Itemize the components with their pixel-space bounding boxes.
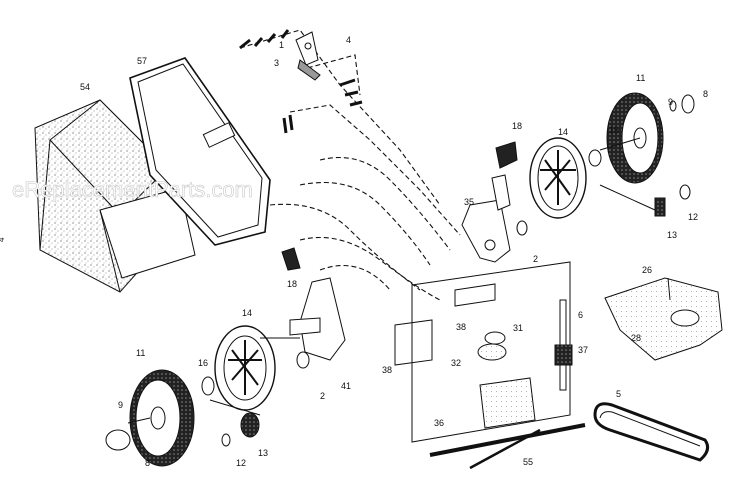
callout-38-right: 38 (456, 322, 466, 332)
callout-14-left: 14 (242, 308, 252, 318)
callout-1: 1 (279, 40, 284, 50)
watermark: eReplacementParts.com (12, 177, 253, 202)
page-number: 4 (0, 237, 6, 242)
callout-labels: 1 3 4 57 54 11 9 8 14 16 18 35 2 13 12 1… (80, 35, 708, 468)
bracket-right (461, 141, 528, 263)
callout-16-right: 16 (609, 125, 619, 135)
drive-wheel-left (201, 325, 276, 411)
callout-55: 55 (523, 457, 533, 467)
callout-13-right: 13 (667, 230, 677, 240)
callout-18-right: 18 (512, 121, 522, 131)
callout-54: 54 (80, 82, 90, 92)
callout-9-right: 9 (668, 97, 673, 107)
callout-2-left: 2 (320, 391, 325, 401)
callout-11-left: 11 (136, 348, 145, 358)
transmission-frame (394, 261, 586, 470)
bag-frame (129, 57, 271, 246)
callout-18-left: 18 (287, 279, 297, 289)
callout-4: 4 (346, 35, 351, 45)
callout-8-left: 8 (145, 458, 150, 468)
callout-57: 57 (137, 56, 147, 66)
callout-12-left: 12 (236, 458, 246, 468)
callout-8-right: 8 (703, 89, 708, 99)
callout-16-left: 16 (198, 358, 208, 368)
wheel-left (105, 369, 195, 467)
callout-38-left: 38 (382, 365, 392, 375)
drive-wheel-right (529, 137, 602, 219)
callout-28: 28 (631, 333, 641, 343)
callout-14-right: 14 (558, 127, 568, 137)
callout-2-right: 2 (533, 254, 538, 264)
gear-left (209, 399, 261, 447)
drive-cover (604, 277, 723, 361)
callout-6: 6 (578, 310, 583, 320)
bracket-left (260, 247, 346, 369)
hubcap-right (669, 94, 695, 114)
callout-32: 32 (451, 358, 461, 368)
callout-26: 26 (642, 265, 652, 275)
callout-3: 3 (274, 58, 279, 68)
handle-assembly (239, 29, 461, 301)
callout-5: 5 (616, 389, 621, 399)
callout-37: 37 (578, 345, 588, 355)
callout-36: 36 (434, 418, 444, 428)
callout-12-right: 12 (688, 212, 698, 222)
callout-31: 31 (513, 323, 523, 333)
callout-13-left: 13 (258, 448, 268, 458)
wheel-right (599, 92, 664, 184)
callout-35: 35 (464, 197, 474, 207)
callout-9-left: 9 (118, 400, 123, 410)
grass-bag (34, 99, 196, 293)
callout-41: 41 (341, 381, 351, 391)
callout-11-right: 11 (636, 73, 645, 83)
drive-belt (593, 402, 710, 462)
gear-right (599, 184, 691, 217)
